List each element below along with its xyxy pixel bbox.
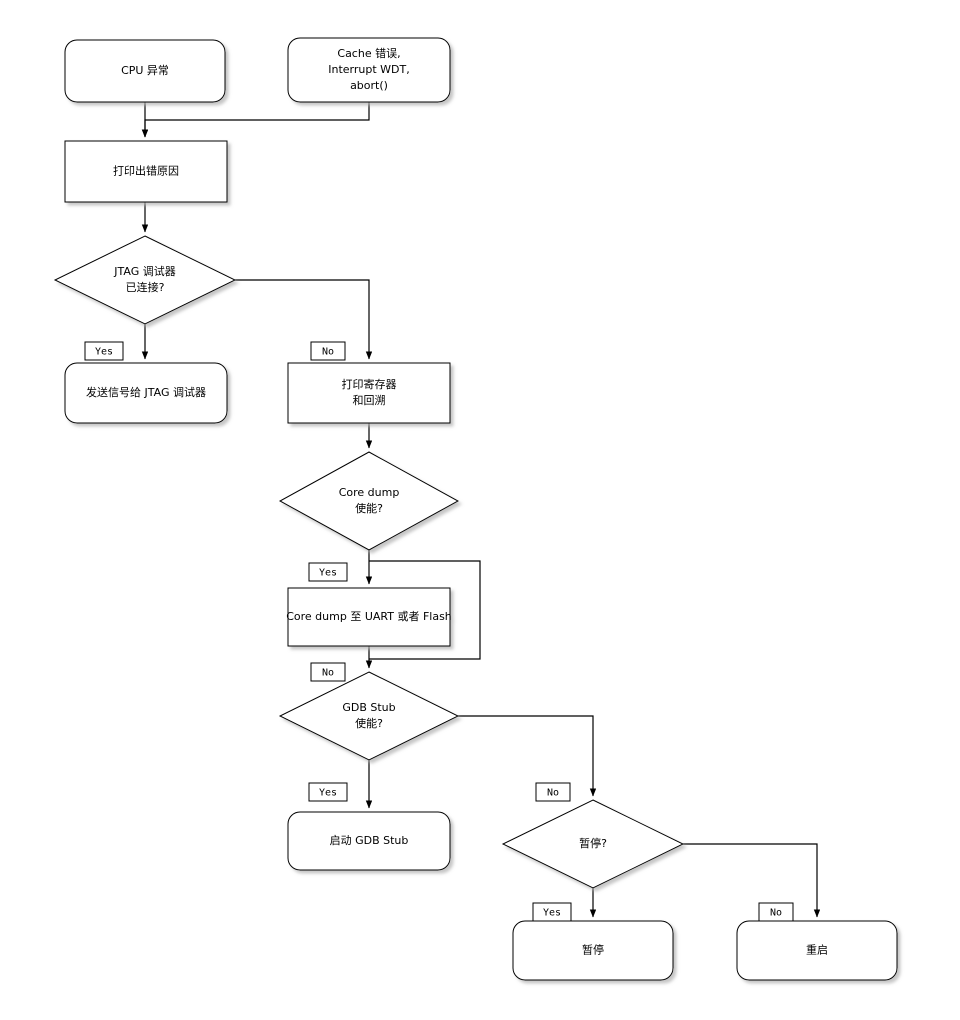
edge-label-jtag-yes: Yes bbox=[84, 341, 124, 361]
edge-label-box bbox=[308, 782, 348, 802]
edge-label-box bbox=[310, 662, 346, 682]
node-label: 启动 GDB Stub bbox=[330, 834, 409, 847]
node-shape-rounded bbox=[64, 39, 226, 103]
node-label: 暂停 bbox=[582, 943, 604, 957]
node-shape-diamond bbox=[501, 799, 685, 889]
nodes-layer: CPU 异常 Cache 错误, Interrupt WDT, abort() 打印出错… bbox=[53, 37, 898, 981]
edge-label-text: Yes bbox=[319, 568, 337, 579]
node-shape-rect bbox=[287, 587, 451, 647]
node-send-signal-jtag[interactable]: 发送信号给 JTAG 调试器 bbox=[64, 362, 228, 424]
edge-halt-no bbox=[683, 843, 821, 918]
node-cache-error[interactable]: Cache 错误, Interrupt WDT, abort() bbox=[287, 37, 451, 103]
edge-label-text: No bbox=[322, 668, 334, 679]
edge-label-gdbstub-yes: Yes bbox=[308, 782, 348, 802]
edge-label-halt-no: No bbox=[758, 902, 794, 922]
node-core-dump-enabled[interactable]: Core dump 使能? bbox=[278, 451, 460, 551]
edge-label-text: No bbox=[322, 347, 334, 358]
edge-label-coredump-yes: Yes bbox=[308, 562, 348, 582]
node-label: GDB Stub bbox=[342, 701, 395, 714]
node-shape-diamond bbox=[53, 235, 237, 325]
node-cpu-exception[interactable]: CPU 异常 bbox=[64, 39, 226, 103]
edge-label-box bbox=[535, 782, 571, 802]
edge-coredump-bypass bbox=[369, 560, 481, 660]
node-label: 发送信号给 JTAG 调试器 bbox=[86, 385, 206, 399]
edge-label-gdbstub-no: No bbox=[535, 782, 571, 802]
node-halt[interactable]: 暂停 bbox=[512, 920, 674, 981]
node-label: 使能? bbox=[355, 501, 383, 515]
edge-label-box bbox=[84, 341, 124, 361]
edge-label-halt-yes: Yes bbox=[532, 902, 572, 922]
node-shape-rounded bbox=[287, 811, 451, 871]
edge-jtag-no bbox=[235, 279, 373, 360]
node-print-error-reason[interactable]: 打印出错原因 bbox=[64, 140, 228, 203]
node-label: 打印寄存器 bbox=[342, 377, 397, 391]
node-label: 和回溯 bbox=[353, 394, 386, 407]
edge-label-jtag-no: No bbox=[310, 341, 346, 361]
node-label: 暂停? bbox=[579, 836, 607, 850]
node-core-dump-output[interactable]: Core dump 至 UART 或者 Flash bbox=[286, 587, 452, 647]
node-label: CPU 异常 bbox=[121, 64, 169, 77]
edge-label-box bbox=[532, 902, 572, 922]
node-label: 打印出错原因 bbox=[113, 164, 179, 178]
node-shape-rect bbox=[64, 140, 228, 203]
node-shape-rect bbox=[287, 362, 451, 424]
edge-label-coredump-to-gdbstub: No bbox=[310, 662, 346, 682]
edge-label-box bbox=[308, 562, 348, 582]
node-label: JTAG 调试器 bbox=[113, 265, 175, 278]
node-reboot[interactable]: 重启 bbox=[736, 920, 898, 981]
edge-label-box bbox=[758, 902, 794, 922]
edge-label-text: No bbox=[547, 788, 559, 799]
node-shape-rounded bbox=[287, 37, 451, 103]
node-label: abort() bbox=[350, 79, 388, 92]
node-label: 重启 bbox=[806, 943, 828, 957]
node-label: 已连接? bbox=[126, 281, 165, 294]
edge-label-text: Yes bbox=[543, 908, 561, 919]
node-label: 使能? bbox=[355, 716, 383, 730]
node-shape-rounded bbox=[64, 362, 228, 424]
edges-layer bbox=[141, 102, 821, 918]
edge-label-text: Yes bbox=[319, 788, 337, 799]
edge-label-box bbox=[310, 341, 346, 361]
node-label: Interrupt WDT, bbox=[328, 63, 409, 76]
node-shape-rounded bbox=[736, 920, 898, 981]
node-label: Cache 错误, bbox=[337, 46, 400, 60]
edge-label-text: Yes bbox=[95, 347, 113, 358]
edge-cache-to-print bbox=[141, 102, 370, 138]
node-label: Core dump 至 UART 或者 Flash bbox=[286, 610, 452, 623]
node-start-gdb-stub[interactable]: 启动 GDB Stub bbox=[287, 811, 451, 871]
node-shape-diamond bbox=[278, 671, 460, 761]
edge-gdbstub-no bbox=[458, 715, 597, 797]
edge-label-text: No bbox=[770, 908, 782, 919]
node-shape-diamond bbox=[278, 451, 460, 551]
node-halt-question[interactable]: 暂停? bbox=[501, 799, 685, 889]
node-gdb-stub-enabled[interactable]: GDB Stub 使能? bbox=[278, 671, 460, 761]
node-shape-rounded bbox=[512, 920, 674, 981]
node-label: Core dump bbox=[339, 486, 400, 499]
